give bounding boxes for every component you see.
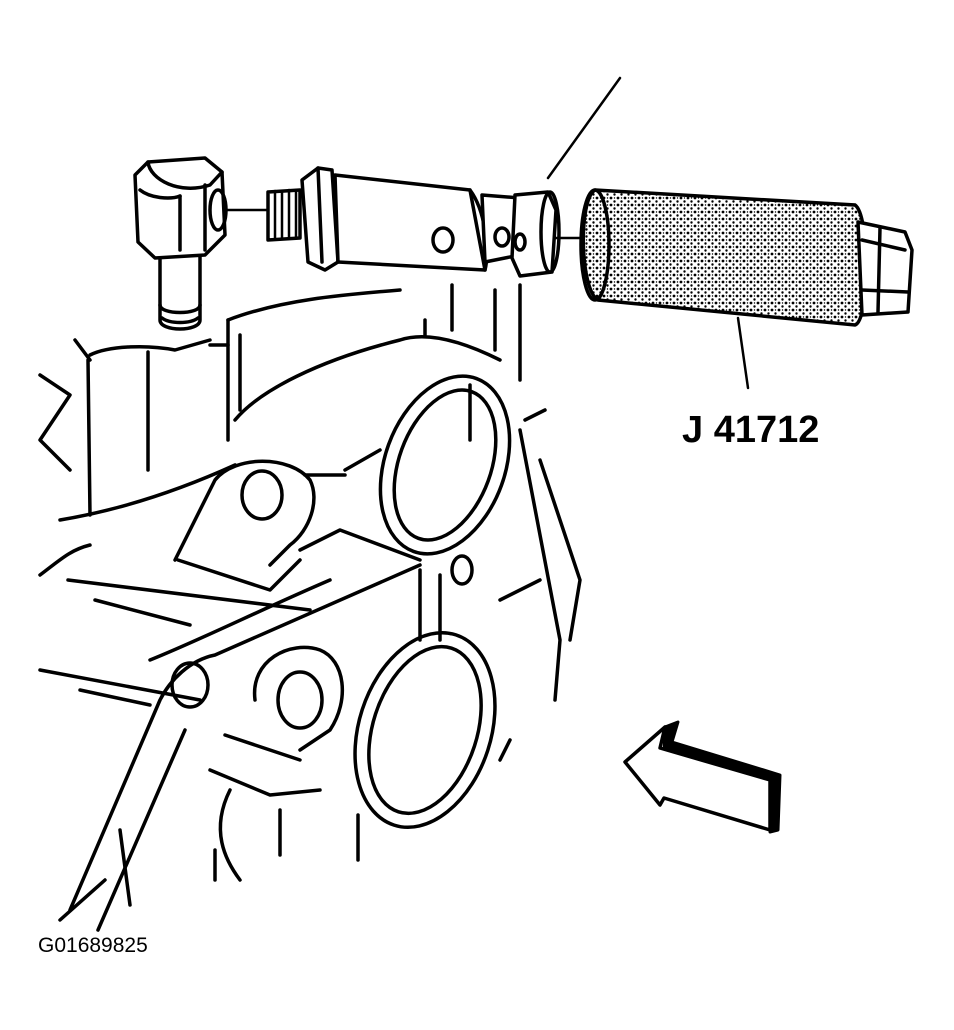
tool-label-leader — [736, 316, 750, 390]
cylinder-head — [38, 283, 582, 932]
figure-id: G01689825 — [38, 934, 148, 957]
tool-label: J 41712 — [682, 409, 819, 451]
pressure-valve — [266, 76, 622, 278]
arrow-left-3d-icon — [623, 720, 782, 834]
fuel-fitting-elbow — [133, 156, 228, 331]
tool-j41712 — [579, 188, 914, 390]
